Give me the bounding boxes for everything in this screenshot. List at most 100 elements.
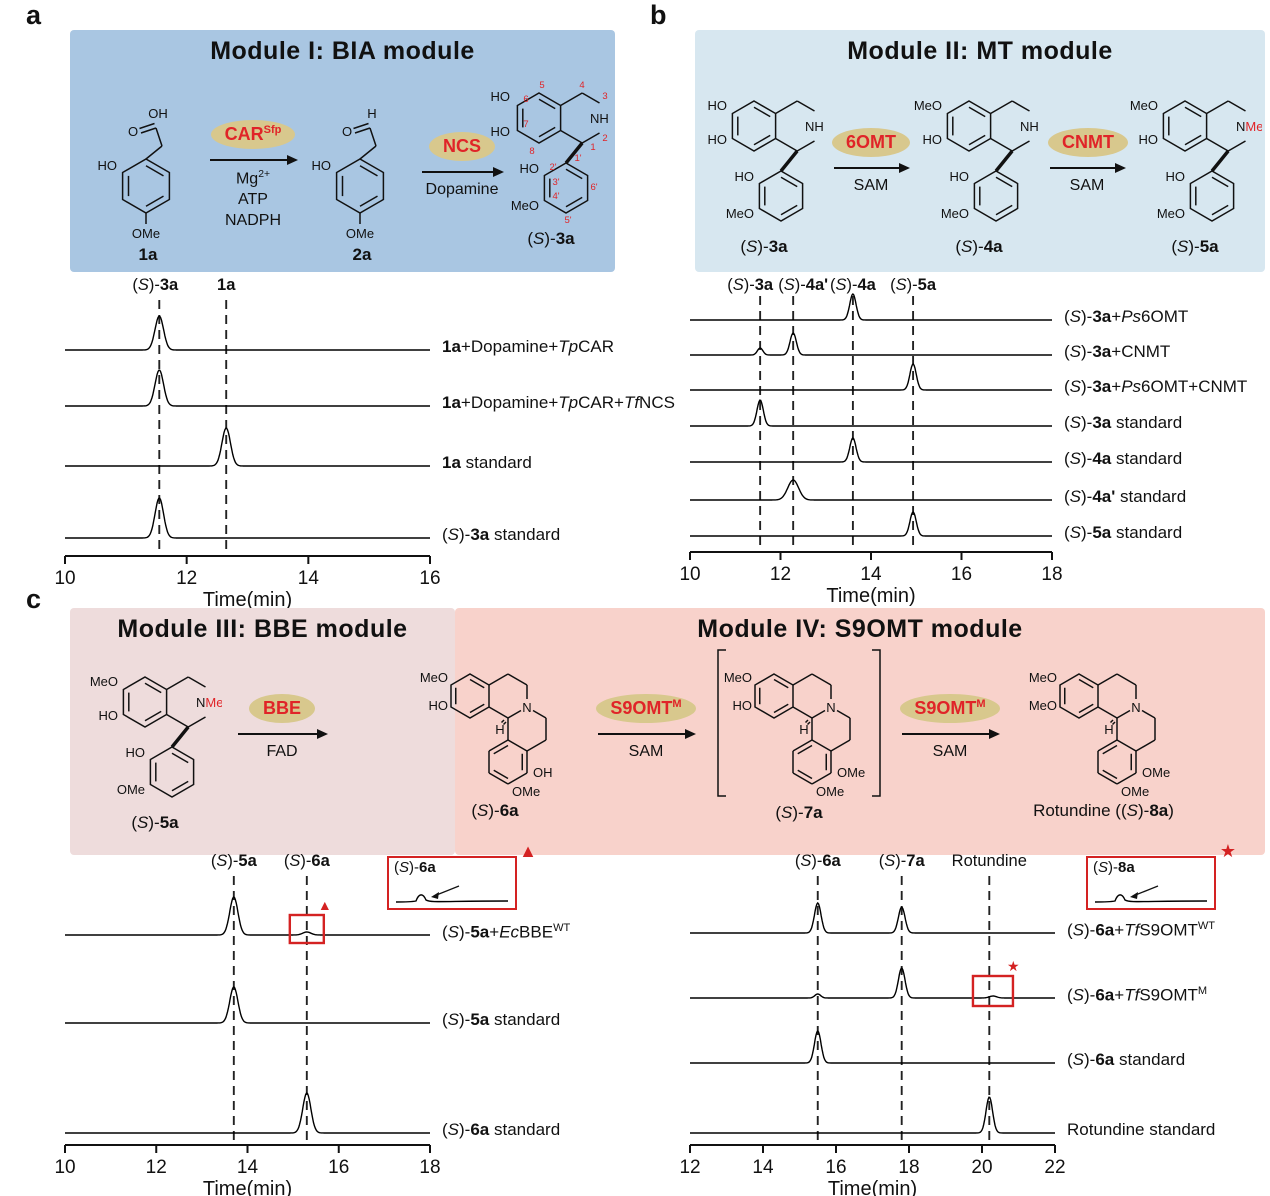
svg-text:HO: HO (126, 745, 146, 760)
enzyme-badge-6omt: 6OMT (832, 128, 911, 157)
structure-3a-drawing: NH HO HO HO MeO 5 6 7 8 4 3 2 1 1' 2' 3'… (491, 80, 609, 226)
chromatogram-trace (690, 511, 1052, 537)
inset-star-icon: ★ (1219, 841, 1236, 861)
compound-name-rotundine: Rotundine ((S)-8a) (1033, 801, 1174, 820)
svg-text:OMe: OMe (837, 765, 865, 780)
svg-text:NMe: NMe (196, 695, 222, 710)
module-1-title: Module I: BIA module (210, 37, 475, 65)
x-axis-tick-label: 14 (237, 1157, 259, 1178)
chromatogram-trace (690, 901, 1055, 934)
compound-name: (S)-4a (955, 237, 1003, 256)
right-bracket (872, 649, 881, 797)
svg-text:HO: HO (923, 132, 943, 147)
reaction-step-cnmt: CNMT SAM (1048, 128, 1128, 197)
compound-name: (S)-5a (1171, 237, 1219, 256)
svg-text:O: O (342, 124, 352, 139)
svg-text:HO: HO (735, 169, 755, 184)
trace-sample-label: Rotundine standard (1067, 1120, 1216, 1139)
x-axis-tick-label: 10 (679, 564, 700, 585)
cofactor-list: FAD (266, 743, 298, 760)
cofactor-list: Mg2+ ATP NADPH (224, 169, 281, 229)
svg-text:HO: HO (312, 158, 332, 173)
enzyme-badge-bbe: BBE (248, 694, 315, 723)
trace-sample-label: 1a+Dopamine+TpCAR+TfNCS (442, 393, 675, 412)
svg-text:HO: HO (491, 89, 511, 104)
x-axis-tick-label: 14 (860, 564, 882, 585)
x-axis-tick-label: 16 (419, 568, 440, 589)
svg-text:6': 6' (590, 182, 597, 193)
structure-1a: OH O HO OMe 1a (86, 74, 210, 265)
trace-sample-label: (S)-3a+CNMT (1064, 342, 1171, 361)
chromatogram-trace (65, 986, 430, 1024)
x-axis-tick-label: 16 (951, 564, 972, 585)
chromatogram-trace (65, 896, 430, 936)
x-axis-tick-label: 12 (770, 564, 791, 585)
chromatogram-trace (65, 1092, 430, 1134)
zoom-inset-6a: (S)-6a ▲ (387, 841, 537, 910)
svg-text:HO: HO (708, 132, 728, 147)
structure-c-5a: NMe MeO HO HO OMe (S)-5a (88, 650, 222, 833)
x-axis-title: Time(min) (203, 589, 292, 611)
svg-text:H: H (1104, 722, 1113, 737)
svg-text:H: H (799, 722, 808, 737)
highlight-box (971, 974, 1015, 1008)
inset-trace (395, 885, 509, 903)
x-axis-tick-label: 12 (679, 1157, 700, 1178)
svg-text:N: N (1131, 700, 1140, 715)
svg-text:MeO: MeO (941, 206, 969, 221)
structure-b-4a: NH MeO HO HO MeO (S)-4a (912, 74, 1046, 257)
svg-text:HO: HO (429, 698, 449, 713)
enzyme-badge-car: CARSfp (210, 120, 296, 149)
svg-text:OMe: OMe (1142, 765, 1170, 780)
compound-name: (S)-7a (775, 803, 823, 822)
trace-sample-label: (S)-5a+EcBBEWT (442, 922, 571, 942)
x-axis-tick-label: 16 (825, 1157, 846, 1178)
svg-text:MeO: MeO (1029, 670, 1057, 685)
trace-sample-label: 1a standard (442, 453, 532, 472)
module-4-box: Module IV: S9OMT module (455, 608, 1265, 855)
svg-text:HO: HO (733, 698, 753, 713)
svg-text:OH: OH (148, 106, 168, 121)
svg-text:MeO: MeO (726, 206, 754, 221)
svg-text:3': 3' (552, 177, 559, 188)
trace-sample-label: (S)-5a standard (1064, 523, 1183, 542)
trace-sample-label: (S)-6a standard (1067, 1050, 1186, 1069)
svg-text:NH: NH (590, 111, 609, 126)
x-axis-tick-label: 22 (1044, 1157, 1065, 1178)
svg-text:MeO: MeO (724, 670, 752, 685)
peak-retention-label: (S)-6a (794, 852, 841, 870)
structure-c-8a: N H MeO MeO OMe OMe Rotundine ((S)-8a) (1016, 646, 1191, 821)
x-axis-tick-label: 14 (752, 1157, 774, 1178)
svg-text:4': 4' (552, 191, 559, 202)
structure-2a-drawing: H O HO OMe (312, 106, 385, 241)
peak-retention-label: (S)-4a' (778, 276, 829, 294)
svg-text:5': 5' (564, 215, 571, 226)
svg-text:4: 4 (579, 80, 584, 91)
reaction-step-bbe: BBE FAD (236, 694, 328, 763)
trace-sample-label: (S)-3a+Ps6OMT+CNMT (1064, 377, 1248, 396)
structure-1a-drawing: OH O HO OMe (98, 106, 171, 241)
svg-text:3: 3 (602, 91, 607, 102)
svg-text:MeO: MeO (914, 98, 942, 113)
x-axis-tick-label: 12 (146, 1157, 167, 1178)
svg-text:MeO: MeO (511, 198, 539, 213)
svg-text:2: 2 (602, 133, 607, 144)
x-axis-title: Time(min) (826, 585, 915, 607)
structure-c-7a: N H MeO HO OMe OMe (S)-7a (712, 644, 886, 823)
highlight-marker-icon: ★ (1006, 958, 1020, 974)
svg-text:OMe: OMe (512, 784, 540, 798)
structure-3a-numbered: NH HO HO HO MeO 5 6 7 8 4 3 2 1 1' 2' 3'… (482, 66, 620, 249)
structure-2a: H O HO OMe 2a (300, 74, 424, 265)
chromatogram-trace (65, 315, 430, 351)
peak-retention-label: (S)-5a (890, 276, 937, 294)
svg-text:NMe: NMe (1236, 119, 1262, 134)
svg-text:OMe: OMe (132, 226, 160, 241)
cofactor-list: SAM (853, 177, 889, 194)
